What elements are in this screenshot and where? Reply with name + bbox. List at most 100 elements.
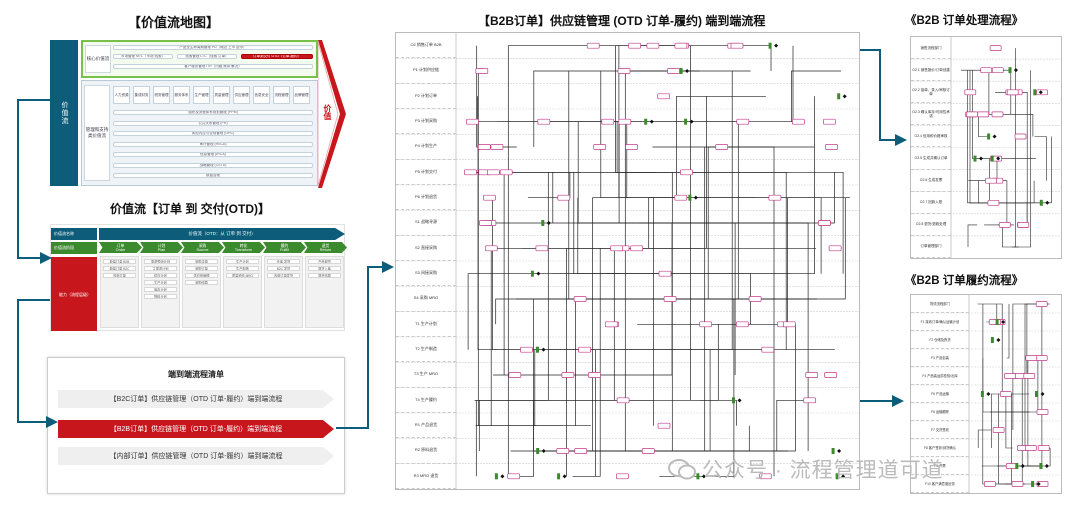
support-process-box: 供应管理 bbox=[233, 86, 250, 104]
swimlane-label: S3 间接采购 bbox=[396, 261, 456, 287]
otd-stage-column: 采购寻源采购订单供应商管理采购结算 bbox=[182, 256, 221, 328]
e2e-item-b2b[interactable]: 【B2B订单】供应链管理（OTD 订单-履约）端到端流程 bbox=[58, 420, 334, 438]
otd-stage-en: Transform bbox=[234, 247, 253, 252]
support-process-box: 集成财务 bbox=[133, 86, 150, 104]
otd-stage-en: Plan bbox=[157, 247, 166, 252]
swimlane-label: F2 仓储及拣货 bbox=[911, 331, 969, 349]
otd-capability-cell: 供应商管理 bbox=[185, 273, 218, 278]
swimlane-label: F4 产品装运前检验/出库 bbox=[911, 367, 969, 385]
otd-capability-cell: 退货入库 bbox=[308, 266, 341, 271]
swimlane-label: F9 开票 bbox=[911, 457, 969, 475]
swimlane-label: F7 交货签收 bbox=[911, 421, 969, 439]
otd-stage-cn: 退货 bbox=[321, 243, 330, 248]
otd-capability-cell: 采购订单 bbox=[185, 266, 218, 271]
swimlane-flow-lines bbox=[911, 295, 1061, 493]
otd-capability-cell: 新建订单 B2C bbox=[103, 266, 136, 271]
otd-row-label-2: 能力（流程层级） bbox=[51, 257, 97, 331]
otd-stage-column: 需求预测计划主需求计划供应计划生产计划库存计划物料计划 bbox=[141, 256, 180, 328]
otd-capability-cell: 仓库 发货 bbox=[267, 259, 300, 264]
otd-row-label-1: 价值流阶段 bbox=[51, 242, 97, 254]
otd-stage-cn: 转化 bbox=[239, 243, 248, 248]
swimlane-label: F6 运输跟踪 bbox=[911, 403, 969, 421]
otd-capability-cell: B2C 发货 bbox=[267, 266, 300, 271]
watermark: 公众号 · 流程管理道可道 bbox=[668, 454, 944, 484]
otd-capability-cell: 库存计划 bbox=[144, 287, 177, 292]
otd-capability-cell: 生产计划 bbox=[144, 280, 177, 285]
swimlane-label: F1 接收订单/确认运输计划 bbox=[911, 313, 969, 331]
value-arrow bbox=[318, 40, 346, 188]
core-stream-bar: 市场管理 MTL（市场 线索） bbox=[113, 54, 173, 59]
swimlane-flow-lines bbox=[396, 33, 859, 489]
swimlane-label: R2 原料退货 bbox=[396, 438, 456, 464]
core-value-stream-panel: 核心价值流 产品全生命周期管理 PD（概念 上市 退市）市场管理 MTL（市场 … bbox=[81, 40, 318, 78]
b2b-e2e-title: 【B2B订单】供应链管理 (OTD 订单-履约) 端到端流程 bbox=[478, 14, 766, 28]
swimlane-flow-lines bbox=[911, 37, 1061, 258]
swimlane-label: T3 生产 MRO bbox=[396, 362, 456, 388]
swimlane-label: F10 客户满意度反馈 bbox=[911, 475, 969, 493]
e2e-item-internal[interactable]: 【内部订单】供应链管理（OTD 订单-履约）端到端流程 bbox=[58, 447, 334, 465]
management-value-stream-label: 管理和支持类价值流 bbox=[84, 85, 110, 181]
e2e-item-b2c[interactable]: 【B2C订单】供应链管理（OTD 订单-履约）端到端流程 bbox=[58, 390, 334, 408]
b2b-fulfil-title: 《B2B 订单履约流程》 bbox=[905, 275, 1024, 287]
swimlane-label: 订单管理部门 bbox=[911, 236, 951, 258]
otd-stage-column: 生产计划生产制造质量检验 MRO bbox=[223, 256, 262, 328]
otd-capability-cell: 物料计划 bbox=[144, 294, 177, 299]
swimlane-label: 销售流程部门 bbox=[911, 37, 951, 60]
support-process-box: 品牌管理 bbox=[293, 86, 310, 104]
management-stream-bar: 风险内控与合规管理 (GRC) bbox=[113, 131, 313, 136]
management-stream-bar: 信息管理 (IRCA) bbox=[113, 152, 313, 157]
value-map-title: 【价值流地图】 bbox=[128, 15, 220, 30]
core-value-stream-label: 核心价值流 bbox=[85, 45, 111, 73]
otd-stage-en: Fulfill bbox=[280, 247, 289, 252]
swimlane-label: T2 生产制造 bbox=[396, 337, 456, 363]
otd-stage-en: Return bbox=[319, 247, 332, 252]
otd-panel: 价值流名称 价值流阶段 能力（流程层级） 价值流（OTD：从 订单 到 交付） … bbox=[50, 224, 347, 331]
otd-stage-en: Source bbox=[196, 247, 209, 252]
swimlane-label: 物流流程部门 bbox=[911, 295, 969, 313]
e2e-list-title: 端到端流程清单 bbox=[168, 370, 224, 379]
swimlane-label: O2.5 生成并确认订单 bbox=[911, 148, 951, 170]
swimlane-label: T4 生产履约 bbox=[396, 388, 456, 413]
swimlane-label: P1 计划供应链 bbox=[396, 58, 456, 84]
swimlane-label: F5 产品运输 bbox=[911, 385, 969, 403]
otd-row-label-0: 价值流名称 bbox=[51, 228, 97, 240]
swimlane-label: P3 计划采购 bbox=[396, 109, 456, 135]
swimlane-label: S2 直接采购 bbox=[396, 236, 456, 261]
support-process-box: 质量管理 bbox=[213, 86, 230, 104]
otd-capability-cell: 生产计划 bbox=[226, 259, 259, 264]
support-process-box: 服务体系 bbox=[173, 86, 190, 104]
otd-capability-cell: 质量检验 MRO bbox=[226, 273, 259, 278]
swimlane-label: O2.4 信用和价格审核 bbox=[911, 125, 951, 148]
swimlane-label: O2.1 销售报价/订单创建 bbox=[911, 59, 951, 82]
core-stream-bar: 客户服务管理 ITR（问题 需求 解决） bbox=[113, 64, 313, 69]
swimlane-label: O2.8 退货/退款处理 bbox=[911, 214, 951, 236]
swimlane-label: F3 产品包装 bbox=[911, 349, 969, 367]
swimlane-label: O2 销售订单 B2B bbox=[396, 33, 456, 59]
support-process-box: 信息安全 bbox=[253, 86, 270, 104]
otd-capability-cell: 主需求计划 bbox=[144, 266, 177, 271]
swimlane-label: O2.6 生成发票 bbox=[911, 170, 951, 192]
otd-capability-cell: 内部订单发货 bbox=[267, 273, 300, 278]
swimlane-label: O2.2 接单、录入/审核订单 bbox=[911, 81, 951, 104]
value-stream-map: 价值流 核心价值流 产品全生命周期管理 PD（概念 上市 退市）市场管理 MTL… bbox=[50, 40, 318, 186]
swimlane-label: R1 产品退货 bbox=[396, 413, 456, 439]
otd-capability-cell: 采购寻源 bbox=[185, 259, 218, 264]
swimlane-label: P5 计划交付 bbox=[396, 160, 456, 185]
b2b-order-title: 《B2B 订单处理流程》 bbox=[905, 15, 1024, 27]
management-stream-bar: 公共关系管理 (PR) bbox=[113, 120, 313, 126]
swimlane-label: S4 采购 MRO bbox=[396, 286, 456, 312]
support-process-box: 生产管理 bbox=[193, 86, 210, 104]
value-stream-side-label: 价值流 bbox=[50, 40, 78, 186]
wechat-icon bbox=[668, 459, 696, 480]
swimlane-label: P2 计划订单 bbox=[396, 84, 456, 109]
otd-capability-cell: 新建订单 B2B bbox=[103, 259, 136, 264]
otd-capability-cell: 需求预测计划 bbox=[144, 259, 177, 264]
swimlane-label: F8 客户签收/到货确认 bbox=[911, 439, 969, 457]
otd-stage-column: 仓库 发货 B2C 发货内部订单发货 bbox=[264, 256, 303, 328]
